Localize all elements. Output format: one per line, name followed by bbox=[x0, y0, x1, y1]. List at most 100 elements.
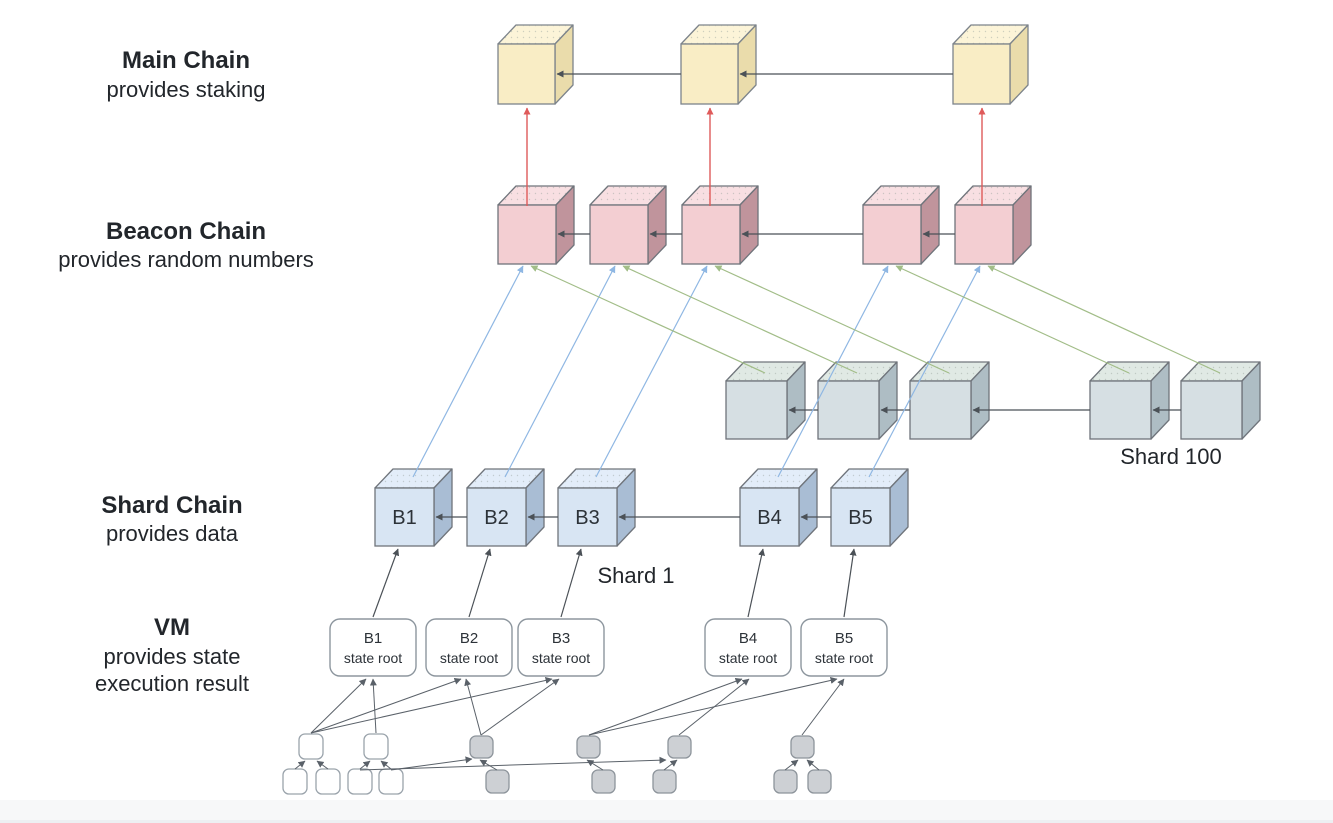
row-subtitle: execution result bbox=[95, 671, 249, 696]
cube-front-face bbox=[681, 204, 741, 265]
cube-front-face bbox=[497, 204, 557, 265]
row-subtitle: provides staking bbox=[107, 77, 266, 102]
vm-to-shard1-arrow bbox=[468, 548, 492, 618]
shard100-cube bbox=[1089, 361, 1170, 440]
cube-top-texture bbox=[863, 186, 939, 205]
tree-to-vm-arrow bbox=[588, 677, 838, 736]
tree-node-gray bbox=[469, 735, 494, 759]
tree-node-gray bbox=[667, 735, 692, 759]
cube-top-texture bbox=[590, 186, 666, 205]
main-chain-cube bbox=[497, 24, 574, 105]
shard-1-label: Shard 1 bbox=[597, 563, 674, 588]
vm-to-shard1-arrow bbox=[843, 548, 857, 618]
cube-top-texture bbox=[740, 469, 817, 488]
tree-internal-arrow bbox=[380, 760, 392, 770]
tree-to-vm-arrow bbox=[588, 677, 743, 736]
cube-top-texture bbox=[1090, 362, 1169, 381]
state-root-box-outline bbox=[329, 618, 417, 677]
main-chain-cube bbox=[680, 24, 757, 105]
cube-front-face bbox=[725, 380, 788, 440]
tree-to-vm-arrow bbox=[310, 677, 553, 734]
shard1-cube: B4 bbox=[739, 468, 818, 547]
state-root-text: state root bbox=[815, 650, 873, 666]
tree-node-white bbox=[315, 768, 341, 795]
tree-node-white bbox=[378, 768, 404, 795]
cube-front-face bbox=[830, 487, 891, 547]
row-subtitle: provides random numbers bbox=[58, 247, 314, 272]
tree-to-vm-arrow bbox=[678, 678, 750, 736]
cube-top-texture bbox=[1181, 362, 1260, 381]
state-root-box-outline bbox=[704, 618, 792, 677]
tree-node-gray bbox=[790, 735, 815, 759]
shard1-to-beacon-arrow bbox=[504, 265, 616, 478]
beacon-chain-cube bbox=[862, 185, 940, 265]
state-root-box-outline bbox=[517, 618, 605, 677]
tree-to-vm-arrow bbox=[480, 678, 560, 736]
cube-top-texture bbox=[498, 25, 573, 44]
cube-front-face bbox=[497, 43, 556, 105]
tree-to-vm-arrow bbox=[310, 677, 462, 734]
state-root-text: state root bbox=[532, 650, 590, 666]
block-label: B3 bbox=[575, 507, 599, 529]
tree-node-gray bbox=[652, 769, 677, 794]
shard100-cube bbox=[1180, 361, 1261, 440]
beacon-chain-cube bbox=[681, 185, 759, 265]
cube-front-face bbox=[952, 43, 1011, 105]
vm-to-shard1-arrow bbox=[372, 548, 400, 618]
tree-node-white bbox=[282, 768, 308, 795]
vm-to-shard1-arrow bbox=[560, 548, 583, 618]
state-root-text: state root bbox=[719, 650, 777, 666]
beacon-chain-cube bbox=[589, 185, 667, 265]
block-label: B2 bbox=[484, 507, 508, 529]
cube-top-texture bbox=[467, 469, 544, 488]
state-root-box-outline bbox=[425, 618, 513, 677]
shard1-cube: B3 bbox=[557, 468, 636, 547]
row-subtitle: provides state bbox=[104, 644, 241, 669]
cube-top-texture bbox=[681, 25, 756, 44]
tree-to-vm-arrow bbox=[801, 678, 845, 736]
shard1-to-beacon-arrow bbox=[868, 265, 981, 478]
tree-node-gray bbox=[576, 735, 601, 759]
row-subtitle: provides data bbox=[106, 521, 239, 546]
cube-top-texture bbox=[955, 186, 1031, 205]
cube-top-texture bbox=[558, 469, 635, 488]
row-title: Main Chain bbox=[122, 47, 250, 74]
shard1-cube: B1 bbox=[374, 468, 453, 547]
cube-top-texture bbox=[498, 186, 574, 205]
main-chain-label: Main Chain provides staking bbox=[107, 47, 266, 102]
tree-internal-arrow bbox=[784, 759, 799, 771]
cube-front-face bbox=[817, 380, 880, 440]
shard100-to-beacon-arrow bbox=[714, 265, 950, 374]
cube-front-face bbox=[862, 204, 922, 265]
tree-to-vm-arrow bbox=[369, 678, 377, 734]
shard1-to-beacon-arrow bbox=[777, 265, 889, 478]
cube-top-texture bbox=[818, 362, 897, 381]
tree-internal-arrow bbox=[586, 759, 604, 771]
cube-front-face bbox=[954, 204, 1014, 265]
shard1-to-beacon-arrow bbox=[595, 265, 708, 478]
cube-top-texture bbox=[726, 362, 805, 381]
shard100-cube bbox=[817, 361, 898, 440]
beacon-chain-cube bbox=[497, 185, 575, 265]
cube-front-face bbox=[557, 487, 618, 547]
shard1-cube: B2 bbox=[466, 468, 545, 547]
state-root-block-id: B3 bbox=[552, 630, 570, 647]
cube-top-texture bbox=[375, 469, 452, 488]
shard100-to-beacon-arrow bbox=[987, 265, 1221, 374]
tree-node-white bbox=[298, 733, 324, 760]
cube-top-texture bbox=[831, 469, 908, 488]
tree-node-gray bbox=[485, 769, 510, 794]
state-root-text: state root bbox=[440, 650, 498, 666]
tree-node-white bbox=[347, 768, 373, 795]
shard100-to-beacon-arrow bbox=[530, 265, 766, 374]
row-title: Shard Chain bbox=[101, 492, 242, 519]
cube-front-face bbox=[589, 204, 649, 265]
tree-internal-arrow bbox=[359, 760, 371, 770]
tree-node-white bbox=[363, 733, 389, 760]
shard1-cube: B5 bbox=[830, 468, 909, 547]
